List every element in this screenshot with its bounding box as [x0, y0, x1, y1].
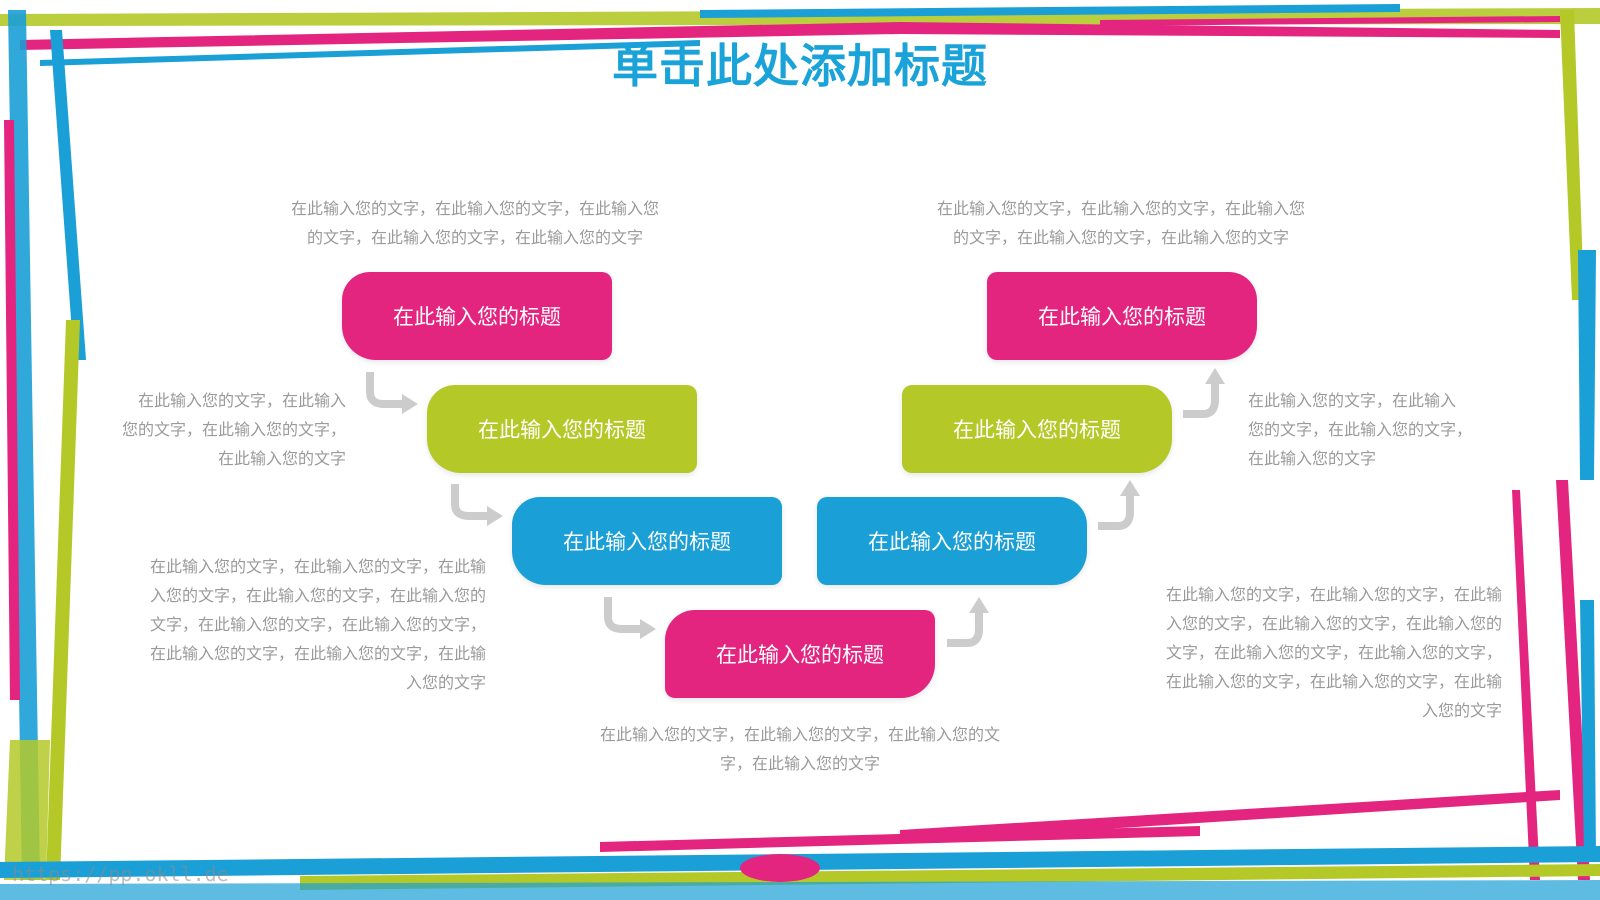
desc-top-right[interactable]: 在此输入您的文字，在此输入您的文字，在此输入您 的文字，在此输入您的文字，在此输… — [936, 199, 1305, 247]
arrow-icon — [604, 597, 656, 639]
arrow-icon — [947, 597, 989, 647]
arrow-icon — [1183, 368, 1225, 418]
step-box-left-1[interactable]: 在此输入您的标题 — [342, 272, 612, 360]
step-box-right-2[interactable]: 在此输入您的标题 — [902, 385, 1172, 473]
desc-low-right[interactable]: 在此输入您的文字，在此输入您的文字，在此输 入您的文字，在此输入您的文字，在此输… — [1165, 585, 1502, 720]
desc-bottom[interactable]: 在此输入您的文字，在此输入您的文字，在此输入您的文 字，在此输入您的文字 — [599, 725, 1000, 773]
arrow-icon — [366, 372, 418, 414]
step-box-left-2[interactable]: 在此输入您的标题 — [427, 385, 697, 473]
desc-low-left[interactable]: 在此输入您的文字，在此输入您的文字，在此输 入您的文字，在此输入您的文字，在此输… — [149, 557, 486, 692]
arrow-icon — [1098, 480, 1140, 530]
desc-top-left[interactable]: 在此输入您的文字，在此输入您的文字，在此输入您 的文字，在此输入您的文字，在此输… — [290, 199, 659, 247]
page-title[interactable]: 单击此处添加标题 — [612, 39, 988, 93]
desc-mid-right[interactable]: 在此输入您的文字，在此输入 您的文字，在此输入您的文字， 在此输入您的文字 — [1248, 391, 1473, 468]
watermark: https://pp.okll.de — [12, 862, 229, 886]
desc-mid-left[interactable]: 在此输入您的文字，在此输入 您的文字，在此输入您的文字， 在此输入您的文字 — [121, 391, 346, 468]
step-box-right-1[interactable]: 在此输入您的标题 — [987, 272, 1257, 360]
step-box-left-3[interactable]: 在此输入您的标题 — [512, 497, 782, 585]
step-box-right-3[interactable]: 在此输入您的标题 — [817, 497, 1087, 585]
step-box-bottom[interactable]: 在此输入您的标题 — [665, 610, 935, 698]
arrow-icon — [451, 484, 503, 526]
